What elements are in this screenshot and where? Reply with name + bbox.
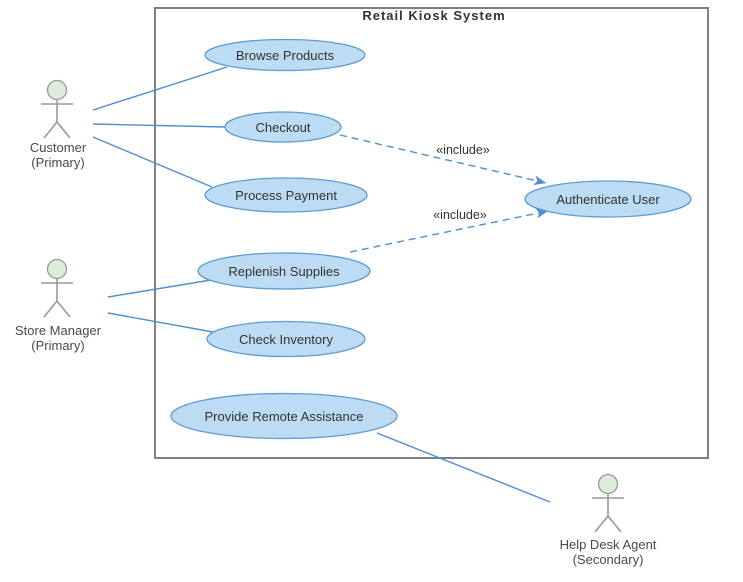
use-case-ellipse [204,177,368,213]
system-boundary-title: Retail Kiosk System [362,8,505,23]
use-case-label: Process Payment [235,188,337,203]
association-customer-checkout[interactable] [92,123,226,128]
use-case-process-payment[interactable]: Process Payment [204,177,368,213]
association-store-manager-replenish-supplies[interactable] [107,279,212,298]
actor-leg-right [56,121,71,139]
actor-role: (Secondary) [573,552,644,567]
use-case-ellipse [197,252,371,290]
use-case-ellipse [206,320,366,358]
actor-head-icon [46,79,68,101]
actor-store-manager[interactable]: Store Manager (Primary) [15,258,102,354]
association-customer-browse-products[interactable] [92,66,228,111]
use-case-replenish-supplies[interactable]: Replenish Supplies [197,252,371,290]
use-case-label: Checkout [256,120,311,135]
actor-name: Customer [30,140,87,155]
actor-customer[interactable]: Customer (Primary) [30,79,87,171]
include-label: «include» [436,143,490,157]
actor-head-icon [597,473,619,495]
include-label: «include» [433,208,487,222]
use-case-checkout[interactable]: Checkout [224,111,342,143]
actor-name: Help Desk Agent [560,537,657,552]
use-case-authenticate-user[interactable]: Authenticate User [524,180,692,218]
actor-role: (Primary) [31,155,84,170]
actor-head-icon [46,258,68,280]
actor-leg-left [43,300,58,318]
use-case-label: Provide Remote Assistance [205,409,364,424]
use-case-ellipse [170,392,398,440]
use-case-ellipse [204,38,366,72]
use-case-browse-products[interactable]: Browse Products [204,38,366,72]
use-case-label: Authenticate User [556,192,660,207]
actor-leg-right [607,515,622,533]
association-customer-process-payment[interactable] [92,136,213,188]
use-case-check-inventory[interactable]: Check Inventory [206,320,366,358]
use-case-ellipse [524,180,692,218]
use-case-provide-remote-assistance[interactable]: Provide Remote Assistance [170,392,398,440]
system-boundary[interactable] [154,7,709,459]
actor-leg-left [43,121,58,139]
actor-leg-left [594,515,609,533]
use-case-ellipse [224,111,342,143]
use-case-label: Check Inventory [239,332,333,347]
actor-leg-right [56,300,71,318]
actor-name: Store Manager [15,323,102,338]
use-case-label: Replenish Supplies [228,264,340,279]
use-case-label: Browse Products [236,48,335,63]
include-edge-replenish-supplies-authenticate-user[interactable] [349,208,549,253]
actor-role: (Primary) [31,338,84,353]
association-store-manager-check-inventory[interactable] [107,312,214,333]
association-provide-remote-assistance-help-desk-agent[interactable] [376,432,551,503]
actor-help-desk-agent[interactable]: Help Desk Agent (Secondary) [560,473,657,568]
